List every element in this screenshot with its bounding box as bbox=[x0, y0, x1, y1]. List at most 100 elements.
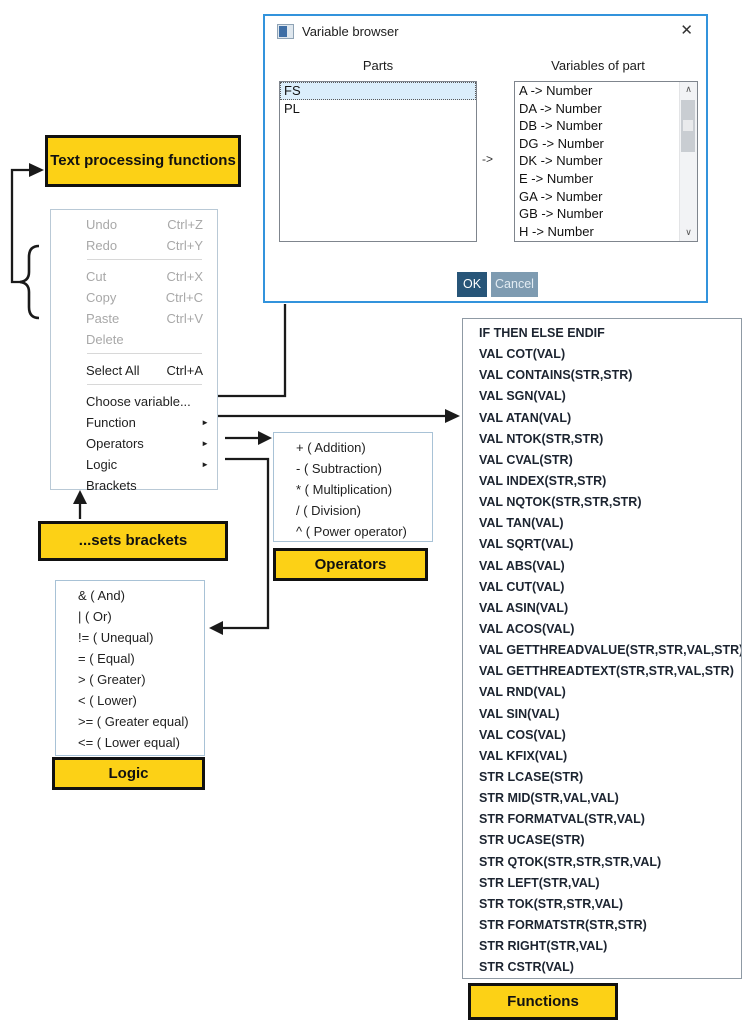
arrowhead-textprocessing bbox=[29, 163, 44, 177]
variable-item[interactable]: H -> Number bbox=[519, 223, 594, 239]
operators-submenu: + ( Addition) - ( Subtraction) * ( Multi… bbox=[273, 432, 433, 542]
function-item[interactable]: STR LEFT(STR,VAL) bbox=[479, 875, 600, 890]
curly-brace bbox=[19, 244, 40, 320]
menu-item[interactable]: Choose variable... ► bbox=[51, 391, 217, 412]
menu-item[interactable]: Copy Ctrl+C ► bbox=[51, 287, 217, 308]
menu-item[interactable]: Delete ► bbox=[51, 329, 217, 350]
arrowhead-operators bbox=[258, 431, 272, 445]
menu-item-label: Operators bbox=[86, 436, 144, 451]
menu-item-label: Paste bbox=[86, 311, 120, 326]
submenu-arrow-icon: ► bbox=[201, 460, 209, 469]
function-item[interactable]: STR QTOK(STR,STR,STR,VAL) bbox=[479, 854, 662, 869]
menu-item[interactable]: Cut Ctrl+X ► bbox=[51, 266, 217, 287]
function-item[interactable]: VAL ATAN(VAL) bbox=[479, 410, 572, 425]
logic-item[interactable]: >= ( Greater equal) bbox=[78, 714, 189, 729]
variable-item[interactable]: DB -> Number bbox=[519, 118, 603, 134]
transfer-arrow: -> bbox=[482, 152, 494, 166]
function-item[interactable]: VAL GETTHREADVALUE(STR,STR,VAL,STR) bbox=[479, 643, 742, 658]
function-item[interactable]: VAL NTOK(STR,STR) bbox=[479, 431, 604, 446]
function-item[interactable]: VAL CUT(VAL) bbox=[479, 579, 565, 594]
menu-item[interactable]: Paste Ctrl+V ► bbox=[51, 308, 217, 329]
function-item[interactable]: VAL ASIN(VAL) bbox=[479, 600, 569, 615]
function-item[interactable]: IF THEN ELSE ENDIF bbox=[479, 326, 605, 340]
function-item[interactable]: VAL SIN(VAL) bbox=[479, 706, 560, 721]
function-item[interactable]: STR UCASE(STR) bbox=[479, 833, 585, 848]
label-logic: Logic bbox=[52, 757, 205, 790]
operator-item[interactable]: * ( Multiplication) bbox=[296, 482, 393, 497]
scroll-down-icon[interactable]: ∨ bbox=[685, 227, 692, 237]
operator-item[interactable]: + ( Addition) bbox=[296, 440, 366, 455]
function-item[interactable]: VAL RND(VAL) bbox=[479, 685, 566, 700]
logic-item[interactable]: | ( Or) bbox=[78, 609, 112, 624]
label-functions: Functions bbox=[468, 983, 618, 1020]
operator-item[interactable]: ^ ( Power operator) bbox=[296, 524, 407, 539]
menu-item[interactable]: Select All Ctrl+A ► bbox=[51, 360, 217, 381]
function-item[interactable]: VAL KFIX(VAL) bbox=[479, 748, 568, 763]
logic-item[interactable]: <= ( Lower equal) bbox=[78, 735, 180, 750]
part-item[interactable]: PL bbox=[284, 100, 300, 116]
function-item[interactable]: VAL GETTHREADTEXT(STR,STR,VAL,STR) bbox=[479, 664, 734, 679]
function-item[interactable]: STR RIGHT(STR,VAL) bbox=[479, 939, 608, 954]
menu-item[interactable]: Undo Ctrl+Z ► bbox=[51, 214, 217, 235]
label-operators: Operators bbox=[273, 548, 428, 581]
menu-item-label: Brackets bbox=[86, 478, 137, 493]
function-item[interactable]: VAL CVAL(STR) bbox=[479, 452, 573, 467]
menu-item-label: Function bbox=[86, 415, 136, 430]
logic-item[interactable]: < ( Lower) bbox=[78, 693, 137, 708]
close-icon[interactable]: ✕ bbox=[680, 22, 693, 39]
function-item[interactable]: VAL SGN(VAL) bbox=[479, 389, 566, 404]
parts-listbox: FS PL bbox=[279, 81, 477, 242]
function-item[interactable]: STR LCASE(STR) bbox=[479, 769, 584, 784]
scrollbar[interactable]: ∧ ∨ bbox=[679, 82, 697, 241]
function-item[interactable]: VAL ACOS(VAL) bbox=[479, 621, 575, 636]
label-sets-brackets: ...sets brackets bbox=[38, 521, 228, 561]
function-item[interactable]: VAL CONTAINS(STR,STR) bbox=[479, 368, 633, 383]
logic-item[interactable]: = ( Equal) bbox=[78, 651, 135, 666]
scroll-up-icon[interactable]: ∧ bbox=[685, 84, 692, 94]
menu-item[interactable]: Operators ► bbox=[51, 433, 217, 454]
function-item[interactable]: VAL ABS(VAL) bbox=[479, 558, 565, 573]
scrollbar-grip bbox=[683, 120, 693, 131]
menu-item[interactable]: Logic ► bbox=[51, 454, 217, 475]
function-item[interactable]: STR CSTR(VAL) bbox=[479, 960, 574, 975]
variables-list-items: A -> Number DA -> Number DB -> Number DG… bbox=[515, 82, 680, 241]
menu-item-shortcut: Ctrl+Y bbox=[166, 238, 203, 253]
variable-item[interactable]: DK -> Number bbox=[519, 153, 603, 169]
menu-item-label: Choose variable... bbox=[86, 394, 191, 409]
dialog-title: Variable browser bbox=[302, 24, 399, 39]
menu-item[interactable]: Brackets ► bbox=[51, 475, 217, 496]
arrowhead-functions bbox=[445, 409, 460, 423]
variable-item[interactable]: DG -> Number bbox=[519, 135, 604, 151]
dialog-titlebar: Variable browser bbox=[277, 24, 399, 39]
operator-item[interactable]: - ( Subtraction) bbox=[296, 461, 382, 476]
menu-item[interactable]: Function ► bbox=[51, 412, 217, 433]
function-item[interactable]: STR FORMATVAL(STR,VAL) bbox=[479, 812, 645, 827]
variable-item[interactable]: DA -> Number bbox=[519, 100, 602, 116]
function-item[interactable]: VAL INDEX(STR,STR) bbox=[479, 473, 607, 488]
function-item[interactable]: VAL TAN(VAL) bbox=[479, 516, 564, 531]
function-item[interactable]: VAL NQTOK(STR,STR,STR) bbox=[479, 495, 642, 510]
logic-item[interactable]: != ( Unequal) bbox=[78, 630, 154, 645]
menu-item[interactable]: Redo Ctrl+Y ► bbox=[51, 235, 217, 256]
function-item[interactable]: VAL SQRT(VAL) bbox=[479, 537, 574, 552]
arrowhead-logic bbox=[209, 621, 223, 635]
variable-item[interactable]: GB -> Number bbox=[519, 206, 604, 222]
functions-listbox: IF THEN ELSE ENDIF VAL COT(VAL) VAL CONT… bbox=[462, 318, 742, 979]
variable-item[interactable]: GA -> Number bbox=[519, 188, 603, 204]
function-item[interactable]: STR TOK(STR,STR,VAL) bbox=[479, 896, 623, 911]
operator-item[interactable]: / ( Division) bbox=[296, 503, 362, 518]
logic-item[interactable]: > ( Greater) bbox=[78, 672, 146, 687]
function-item[interactable]: VAL COT(VAL) bbox=[479, 347, 566, 362]
variable-item[interactable]: E -> Number bbox=[519, 170, 594, 186]
cancel-button[interactable]: Cancel bbox=[491, 272, 538, 297]
scrollbar-thumb[interactable] bbox=[681, 100, 695, 152]
function-item[interactable]: STR MID(STR,VAL,VAL) bbox=[479, 791, 619, 806]
menu-item-label: Cut bbox=[86, 269, 107, 284]
menu-item-label: Copy bbox=[86, 290, 117, 305]
function-item[interactable]: VAL COS(VAL) bbox=[479, 727, 566, 742]
logic-item[interactable]: & ( And) bbox=[78, 588, 125, 603]
part-item[interactable]: FS bbox=[280, 82, 476, 100]
function-item[interactable]: STR FORMATSTR(STR,STR) bbox=[479, 917, 647, 932]
ok-button[interactable]: OK bbox=[457, 272, 487, 297]
variable-item[interactable]: A -> Number bbox=[519, 83, 593, 98]
